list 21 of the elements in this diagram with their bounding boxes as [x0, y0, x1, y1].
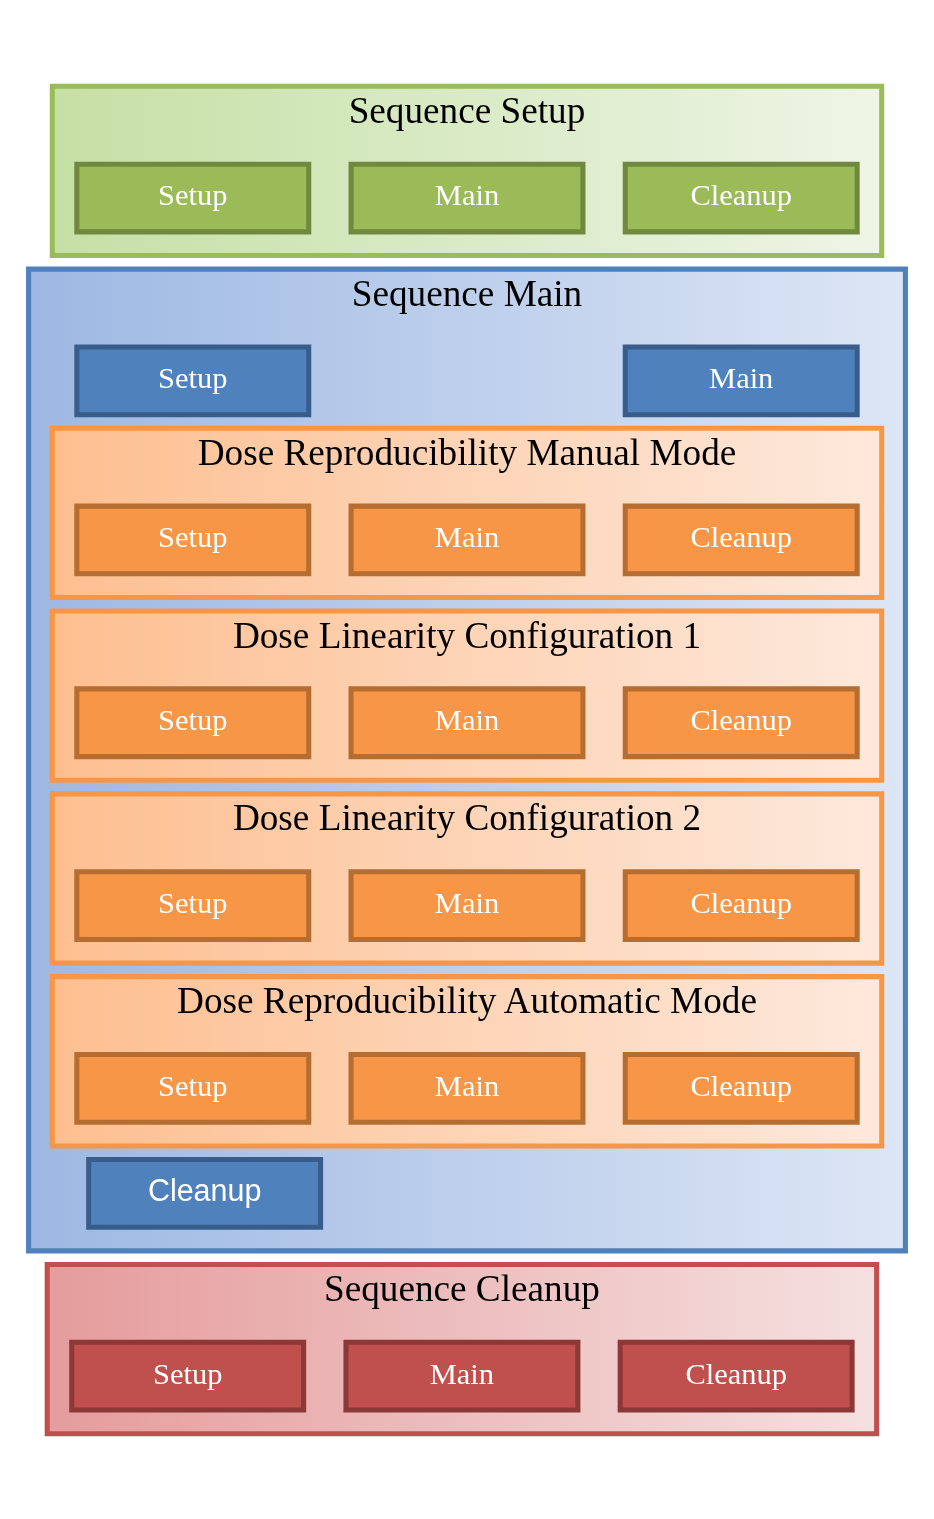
node-box: Main — [348, 161, 586, 234]
node-box: Main — [348, 503, 586, 576]
node-box: Setup — [74, 1051, 312, 1125]
node-box: Main — [343, 1339, 581, 1413]
node-box: Cleanup — [622, 503, 860, 576]
node-box: Main — [348, 1051, 586, 1125]
node-box: Cleanup — [622, 685, 860, 759]
node-box: Setup — [74, 161, 312, 234]
node-box: Setup — [74, 685, 312, 759]
node-box: Main — [348, 685, 586, 759]
node-box: Cleanup — [622, 161, 860, 234]
node-box: Cleanup — [617, 1339, 855, 1413]
node-box: Main — [622, 343, 860, 417]
node-box: Cleanup — [622, 868, 860, 942]
node-box: Cleanup — [86, 1156, 324, 1230]
node-box: Setup — [74, 868, 312, 942]
node-box: Cleanup — [622, 1051, 860, 1125]
node-box: Setup — [74, 503, 312, 576]
node-box: Setup — [74, 343, 312, 417]
node-box: Setup — [69, 1339, 307, 1413]
node-box: Main — [348, 868, 586, 942]
